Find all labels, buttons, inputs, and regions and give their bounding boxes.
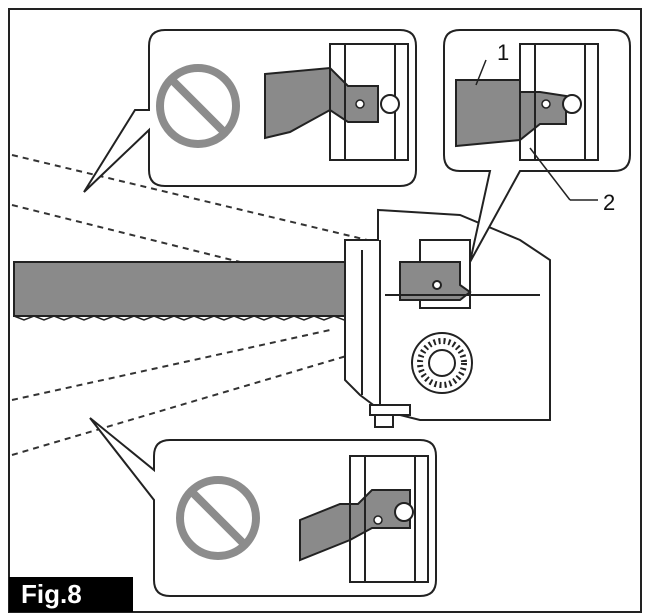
callout-number-2: 2 <box>603 190 616 215</box>
saw-blade <box>13 261 401 321</box>
prohibited-icon <box>176 476 260 560</box>
callout-prohibited-bottom <box>89 417 437 597</box>
figure-frame <box>8 8 642 613</box>
callout-prohibited-top <box>83 29 417 193</box>
release-knob <box>411 332 473 394</box>
saw-clamp <box>344 208 551 428</box>
leader-line-1 <box>475 59 487 86</box>
callout-detail <box>443 29 631 263</box>
figure-label: Fig.8 <box>9 577 133 612</box>
prohibited-icon <box>156 64 240 148</box>
leader-line-2 <box>529 147 571 201</box>
incorrect-angle-lines <box>11 154 431 456</box>
callout-number-1: 1 <box>497 40 510 65</box>
